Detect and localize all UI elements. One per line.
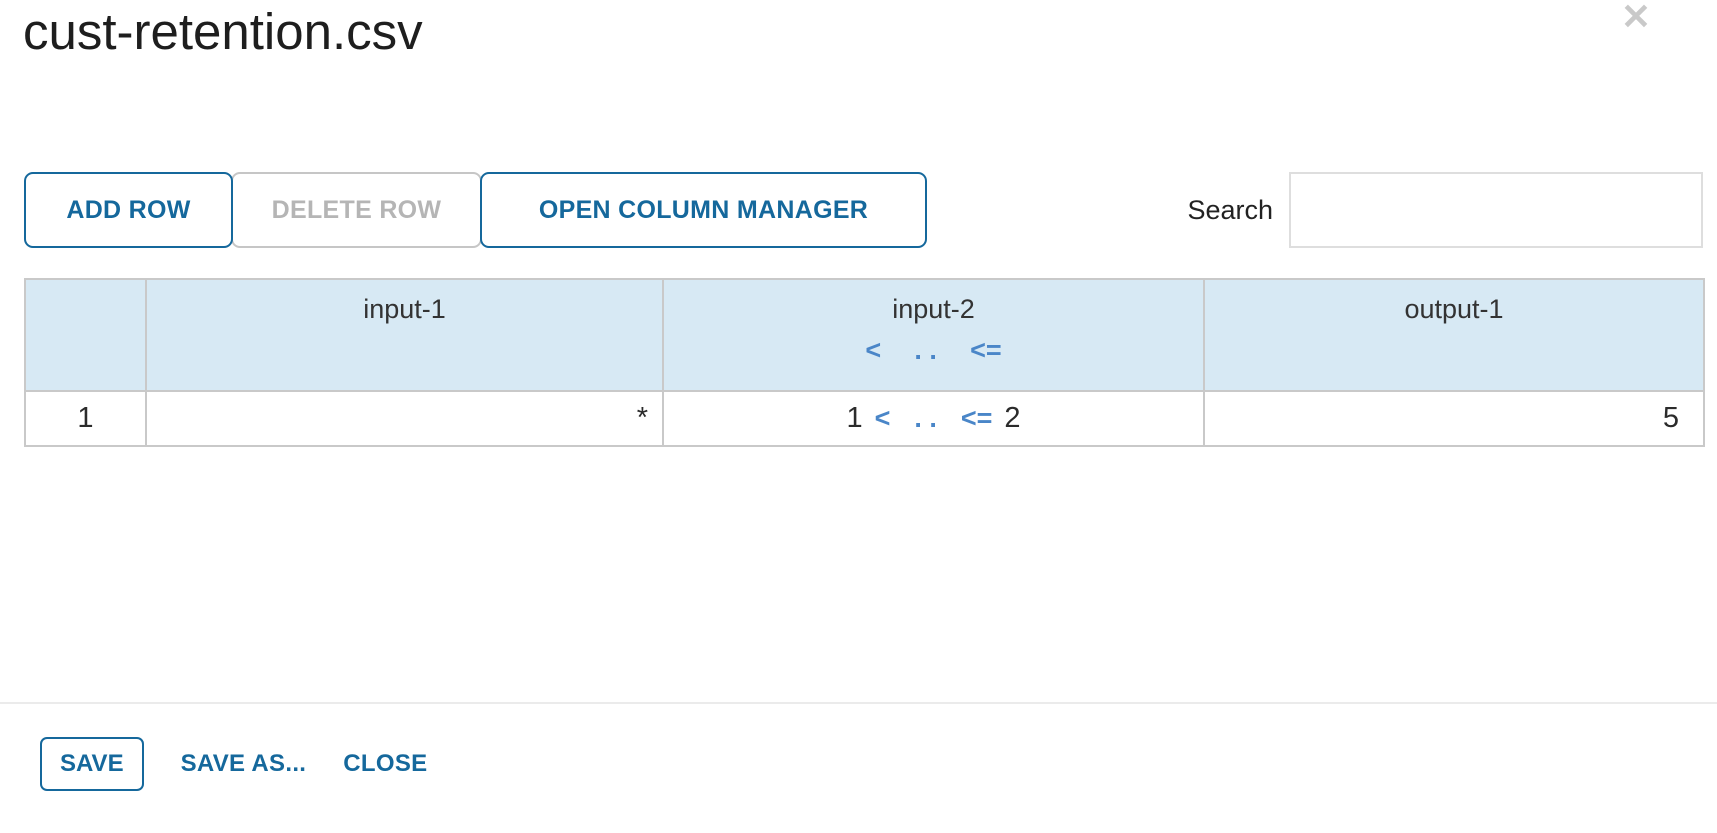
column-header-input-2: input-2 < . . <= <box>662 278 1205 392</box>
range-dots: . . <box>914 335 937 365</box>
cell-output-1[interactable]: 5 <box>1203 390 1705 447</box>
row-number-cell[interactable]: 1 <box>24 390 147 447</box>
less-than-operator[interactable]: < <box>874 403 891 433</box>
toolbar: ADD ROW DELETE ROW OPEN COLUMN MANAGER <box>24 172 927 248</box>
search-area: Search <box>1187 172 1703 248</box>
interval-operator-controls: < . . <= <box>665 335 1202 366</box>
open-column-manager-button[interactable]: OPEN COLUMN MANAGER <box>480 172 927 248</box>
column-header-input-1: input-1 <box>145 278 664 392</box>
add-row-button[interactable]: ADD ROW <box>24 172 233 248</box>
delete-row-button[interactable]: DELETE ROW <box>231 172 482 248</box>
less-than-operator[interactable]: < <box>865 335 882 365</box>
interval-upper-bound[interactable]: 2 <box>1004 402 1021 434</box>
column-header-output-1: output-1 <box>1203 278 1705 392</box>
table-row: 1 * 1 < . . <= 2 5 <box>24 390 1705 447</box>
save-button[interactable]: SAVE <box>40 737 144 791</box>
footer: SAVE SAVE AS... CLOSE <box>40 737 427 791</box>
cell-input-2[interactable]: 1 < . . <= 2 <box>662 390 1205 447</box>
search-label: Search <box>1187 194 1273 225</box>
row-number-header <box>24 278 147 392</box>
column-label: input-1 <box>363 294 446 324</box>
close-icon[interactable]: ✕ <box>1620 0 1651 37</box>
less-equal-operator[interactable]: <= <box>960 403 993 433</box>
column-label: input-2 <box>892 294 975 324</box>
column-label: output-1 <box>1404 294 1504 324</box>
cell-input-1[interactable]: * <box>145 390 664 447</box>
header-row: input-1 input-2 < . . <= output-1 <box>24 278 1705 392</box>
data-table: input-1 input-2 < . . <= output-1 <box>24 278 1705 447</box>
range-dots: . . <box>914 403 937 433</box>
search-input[interactable] <box>1289 172 1703 248</box>
dialog-title: cust-retention.csv <box>23 3 423 60</box>
less-equal-operator[interactable]: <= <box>970 335 1002 365</box>
save-as-button[interactable]: SAVE AS... <box>180 750 307 777</box>
footer-divider <box>0 702 1717 704</box>
interval-lower-bound[interactable]: 1 <box>846 402 863 434</box>
close-button[interactable]: CLOSE <box>343 750 428 777</box>
